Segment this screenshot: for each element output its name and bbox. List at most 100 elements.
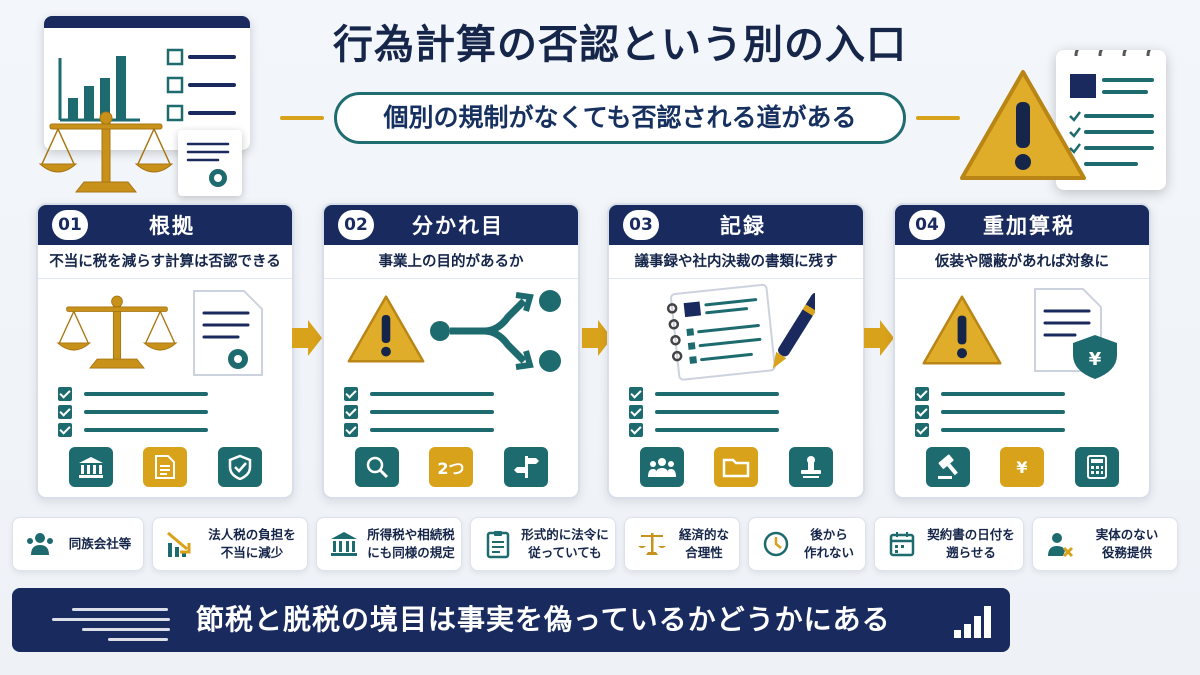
gavel-icon xyxy=(925,447,970,487)
arrow-right-icon xyxy=(582,320,612,356)
step-illustration: ¥ xyxy=(895,279,1149,383)
certificate-document-icon xyxy=(193,290,263,376)
chip-text-line: 作れない xyxy=(803,545,854,560)
chip-other-taxes: 所得税や相続税にも同様の規定 xyxy=(316,517,462,571)
chip-text-line: 形式的に法令に xyxy=(521,527,609,542)
chip-unfair-reduction: 法人税の負担を不当に減少 xyxy=(152,517,308,571)
step-title: 根拠 xyxy=(149,214,195,238)
check-icon xyxy=(58,405,72,419)
step-title: 分かれ目 xyxy=(412,214,504,238)
notebook-pen-icon xyxy=(666,283,815,381)
icon-row: 2つ xyxy=(324,447,578,487)
person-x-icon xyxy=(1048,533,1074,558)
chart-down-icon xyxy=(167,531,191,557)
step-description: 事業上の目的があるか xyxy=(324,245,578,279)
warning-icon xyxy=(922,295,1002,365)
chip-sham-services: 実体のない役務提供 xyxy=(1032,517,1178,571)
step-card-4: 04 重加算税 仮装や隠蔽があれば対象に ¥ ¥ xyxy=(893,203,1151,499)
check-icon xyxy=(915,423,929,437)
scale-icon xyxy=(38,111,174,193)
document-yen-shield-icon: ¥ xyxy=(1034,288,1117,379)
step-card-3: 03 記録 議事録や社内決裁の書類に残す xyxy=(607,203,865,499)
calculator-icon xyxy=(1074,447,1119,487)
icon-row xyxy=(609,447,863,487)
step-header: 03 記録 xyxy=(609,205,863,245)
step-number: 04 xyxy=(909,210,945,240)
check-icon xyxy=(344,405,358,419)
chip-text-line: 契約書の日付を xyxy=(927,527,1015,542)
chip-text-line: 遡らせる xyxy=(946,545,996,560)
icon-row xyxy=(38,447,292,487)
bank-icon xyxy=(331,532,357,556)
chip-backdate-contract: 契約書の日付を遡らせる xyxy=(874,517,1024,571)
step-illustration xyxy=(324,279,578,383)
chip-text-line: 役務提供 xyxy=(1101,545,1152,560)
signpost-icon xyxy=(503,447,548,487)
document-icon xyxy=(143,447,187,487)
chip-text-line: 所得税や相続税 xyxy=(367,527,455,542)
icon-row: ¥ xyxy=(895,447,1149,487)
clock-icon xyxy=(763,531,789,557)
check-icon xyxy=(915,405,929,419)
step-title: 重加算税 xyxy=(983,214,1075,238)
step-description: 不当に税を減らす計算は否認できる xyxy=(38,245,292,279)
speed-line xyxy=(82,628,170,631)
scale-icon xyxy=(56,295,178,369)
step-title: 記録 xyxy=(720,214,766,238)
check-icon xyxy=(344,387,358,401)
people-icon xyxy=(639,447,684,487)
subtitle-group: 個別の規制がなくても否認される道がある xyxy=(280,92,960,144)
chip-text-line: 同族会社等 xyxy=(68,536,132,551)
speed-line xyxy=(52,618,170,621)
checklist xyxy=(324,383,578,439)
bank-icon xyxy=(68,447,113,487)
step-illustration xyxy=(609,279,863,383)
arrow-right-icon xyxy=(292,320,322,356)
chip-text-line: 経済的な xyxy=(678,527,729,542)
people-icon xyxy=(27,533,53,555)
check-icon xyxy=(629,387,643,401)
check-icon xyxy=(344,423,358,437)
chip-text-line: にも同様の規定 xyxy=(367,545,455,560)
subtitle-left-rule xyxy=(280,116,324,120)
step-description: 仮装や隠蔽があれば対象に xyxy=(895,245,1149,279)
page-title: 行為計算の否認という別の入口 xyxy=(333,22,907,68)
banner-text: 節税と脱税の境目は事実を偽っているかどうかにある xyxy=(196,603,891,636)
step-header: 02 分かれ目 xyxy=(324,205,578,245)
stamp-icon xyxy=(788,447,833,487)
check-icon xyxy=(58,423,72,437)
arrow-right-icon xyxy=(864,320,894,356)
warning-icon xyxy=(347,295,425,363)
conclusion-banner: 節税と脱税の境目は事実を偽っているかどうかにある xyxy=(12,588,1010,652)
step-card-1: 01 根拠 不当に税を減らす計算は否認できる xyxy=(36,203,294,499)
step-number: 01 xyxy=(52,210,88,240)
two-icon: 2つ xyxy=(429,447,473,487)
bar-chart-icon xyxy=(954,606,991,638)
check-icon xyxy=(629,405,643,419)
checklist xyxy=(609,383,863,439)
certificate-document-icon xyxy=(178,130,242,196)
magnifier-icon xyxy=(354,447,399,487)
check-icon xyxy=(629,423,643,437)
checklist xyxy=(38,383,292,439)
step-number: 02 xyxy=(338,210,374,240)
step-description: 議事録や社内決裁の書類に残す xyxy=(609,245,863,279)
chip-economic-rationality: 経済的な合理性 xyxy=(624,517,740,571)
step-header: 04 重加算税 xyxy=(895,205,1149,245)
step-number: 03 xyxy=(623,210,659,240)
check-icon xyxy=(58,387,72,401)
folder-icon xyxy=(714,447,758,487)
check-icon xyxy=(915,387,929,401)
chip-text-line: 不当に減少 xyxy=(220,545,284,560)
chip-formally-compliant: 形式的に法令に従っていても xyxy=(470,517,616,571)
subtitle: 個別の規制がなくても否認される道がある xyxy=(334,92,906,144)
step-card-2: 02 分かれ目 事業上の目的があるか 2つ xyxy=(322,203,580,499)
speed-line xyxy=(108,638,168,641)
svg-text:¥: ¥ xyxy=(1089,349,1102,370)
shield-check-icon xyxy=(217,447,262,487)
chip-family-company: 同族会社等 xyxy=(12,517,144,571)
subtitle-right-rule xyxy=(916,116,960,120)
chip-text-line: 合理性 xyxy=(685,545,723,560)
clipboard-icon xyxy=(486,531,510,559)
yen-icon: ¥ xyxy=(1000,447,1044,487)
